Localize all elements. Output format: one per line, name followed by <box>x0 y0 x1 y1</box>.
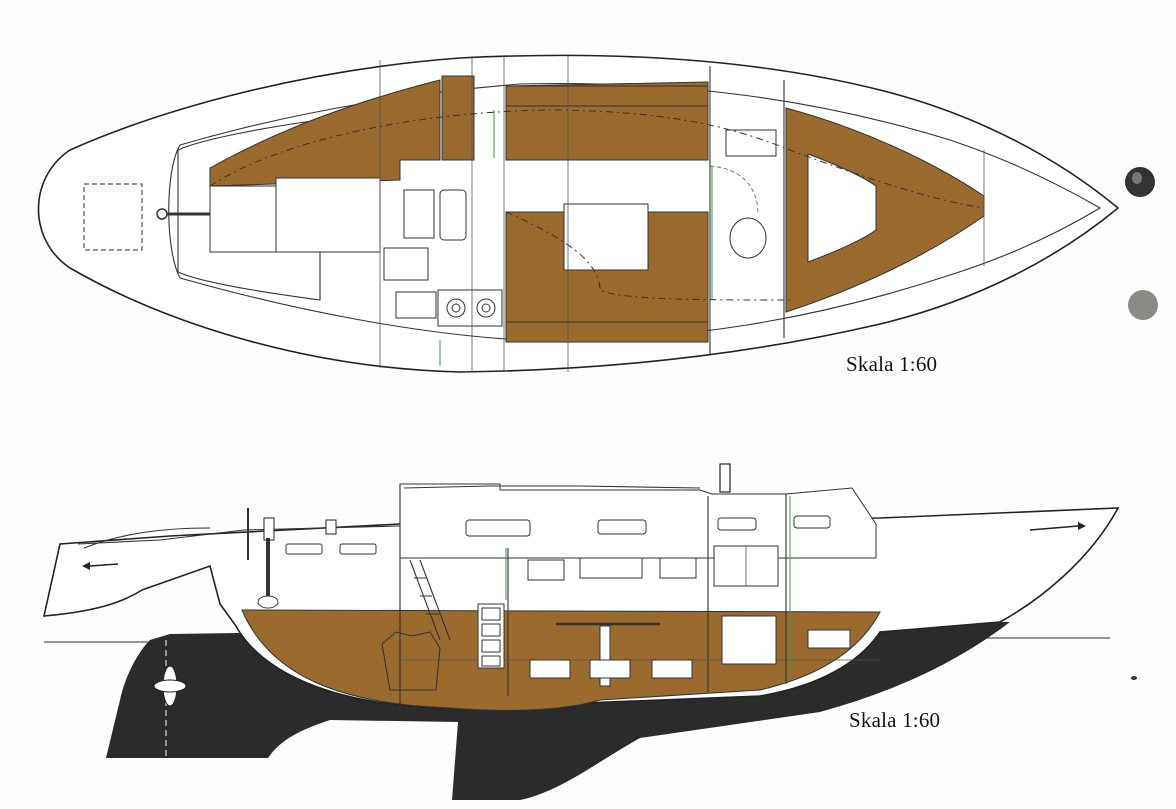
plan-aft-locker <box>441 75 475 161</box>
plan-companionway <box>439 189 467 241</box>
profile-ladder <box>409 559 451 641</box>
profile-port-2 <box>339 543 377 555</box>
plan-centerline <box>209 109 985 209</box>
profile-propeller-hub <box>153 679 187 693</box>
plan-saloon-table <box>563 203 649 271</box>
profile-winch-1 <box>263 517 275 541</box>
profile-cockpit-coaming <box>77 525 401 545</box>
plan-saloon-settee-starboard-back <box>505 321 709 343</box>
profile-settee-front-2 <box>589 659 631 679</box>
scale-label-profile: Skala 1:60 <box>849 708 941 732</box>
profile-table-leg <box>599 625 611 687</box>
profile-sheer-arrow <box>1029 525 1079 531</box>
profile-engine <box>381 631 441 691</box>
scale-label-plan: Skala 1:60 <box>846 352 938 376</box>
profile-settee-front-3 <box>651 659 693 679</box>
profile-stern-arrow <box>89 563 119 567</box>
profile-drawer-2 <box>481 623 501 637</box>
plan-cockpit-seat-left <box>209 185 281 253</box>
profile-pushpit <box>83 527 211 549</box>
plan-head-basin <box>725 129 777 157</box>
plan-cockpit-seat-right <box>275 177 381 253</box>
profile-stern-arrowhead <box>82 562 90 570</box>
profile-drawer-1 <box>481 607 501 621</box>
plan-cockpit <box>177 119 321 301</box>
plan-burner-2-inner <box>481 303 491 313</box>
plan-galley-counter <box>395 291 437 319</box>
profile-pedestal-base <box>257 595 279 609</box>
plan-lazarette-hatch <box>83 183 143 251</box>
profile-port-5 <box>717 517 757 531</box>
profile-saloon-locker-3 <box>659 557 697 579</box>
plan-head-door-swing <box>709 165 759 215</box>
plan-head-toilet <box>729 217 767 259</box>
scan-dot <box>1131 676 1137 680</box>
profile-port-1 <box>285 543 323 555</box>
plan-forepeak-berth-inner <box>807 153 877 263</box>
profile-head-vanity <box>721 615 777 665</box>
scan-blob-2 <box>1128 290 1158 320</box>
plan-centerline-lower <box>505 211 791 301</box>
profile-rudder <box>106 640 178 758</box>
profile-settee-front-1 <box>529 659 571 679</box>
plan-galley-sink <box>383 247 429 281</box>
profile-mast <box>719 463 731 493</box>
plan-chart-table <box>403 189 435 239</box>
profile-sheer-arrowhead <box>1078 522 1086 530</box>
profile-saloon-locker-2 <box>579 557 643 579</box>
plan-aft-berth <box>209 79 441 187</box>
profile-port-6 <box>793 515 831 529</box>
profile-saloon-locker-1 <box>527 559 565 581</box>
profile-fwd-locker <box>807 629 851 649</box>
profile-drawer-3 <box>481 639 501 653</box>
plan-burner-1-inner <box>451 303 461 313</box>
scan-blob-1-hi <box>1132 172 1142 184</box>
plan-rudder-post <box>156 208 168 220</box>
profile-winch-2 <box>325 519 337 535</box>
profile-port-3 <box>465 519 531 537</box>
profile-port-4 <box>597 519 647 535</box>
plan-deck-line <box>168 82 1102 341</box>
profile-cabin-top-rail <box>403 485 701 489</box>
plan-saloon-settee-port-back <box>505 85 709 107</box>
profile-drawer-4 <box>481 655 501 667</box>
